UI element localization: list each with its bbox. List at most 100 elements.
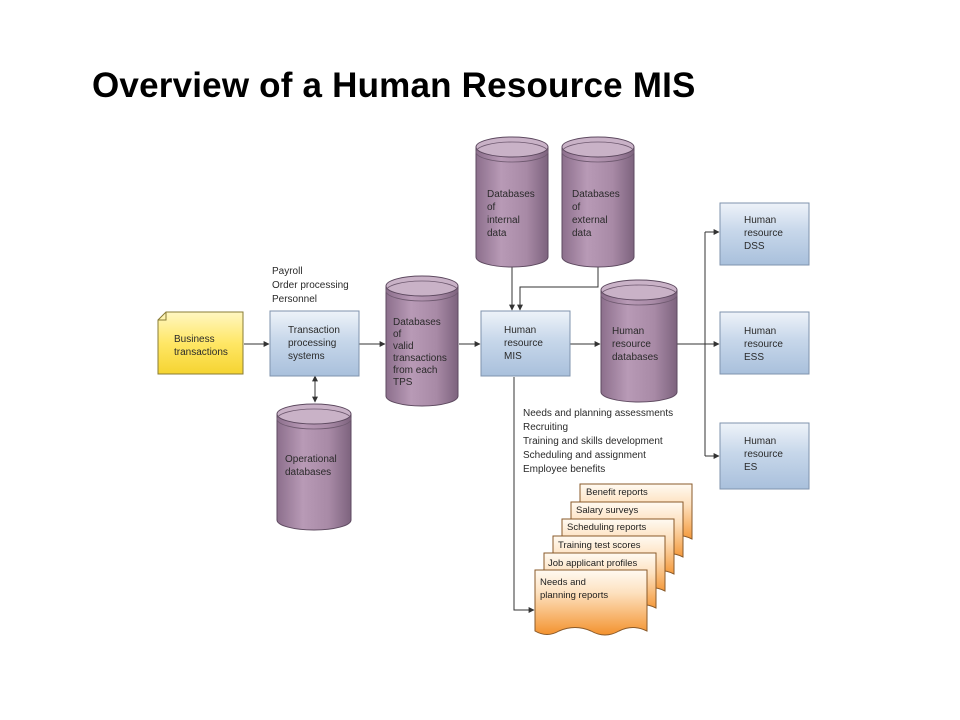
svg-text:TPS: TPS: [393, 377, 413, 388]
page-title: Overview of a Human Resource MIS: [92, 66, 696, 105]
hr-dss-label-line: DSS: [744, 241, 765, 252]
valid-db-label-line: transactions: [393, 353, 447, 364]
operational-db-label-line: Operational: [285, 454, 337, 465]
front-report-line: Needs and: [540, 577, 586, 588]
tps-label-line: processing: [288, 338, 336, 349]
svg-text:resource: resource: [744, 449, 783, 460]
internal-db-label-line: data: [487, 228, 507, 239]
svg-text:resource: resource: [744, 228, 783, 239]
svg-text:data: data: [572, 228, 592, 239]
svg-text:ESS: ESS: [744, 352, 764, 363]
hr-mis-label-line: MIS: [504, 351, 522, 362]
valid-transactions-db-cylinder: Databases of valid transactions from eac…: [385, 275, 459, 407]
external-db-label-line: external: [572, 215, 608, 226]
svg-text:databases: databases: [285, 467, 331, 478]
svg-text:Databases: Databases: [487, 189, 535, 200]
mis-function-item: Needs and planning assessments: [523, 408, 673, 419]
svg-text:Order processing: Order processing: [272, 280, 349, 291]
mis-function-item: Training and skills development: [523, 436, 663, 447]
report-stack: Benefit reports Salary surveys Schedulin…: [534, 483, 693, 636]
svg-text:Benefit reports: Benefit reports: [586, 487, 648, 498]
tps-input-item: Order processing: [272, 280, 349, 291]
hr-db-label-line: Human: [612, 326, 644, 337]
business-transactions-line: Business: [174, 334, 215, 345]
arrow-external-to-mis: [517, 267, 599, 311]
hr-mis-box: Human resource MIS: [480, 310, 571, 377]
svg-text:DSS: DSS: [744, 241, 765, 252]
external-db-label-line: of: [572, 202, 581, 213]
svg-text:Salary surveys: Salary surveys: [576, 505, 639, 516]
svg-text:resource: resource: [744, 339, 783, 350]
svg-text:of: of: [393, 329, 402, 340]
external-db-label-line: data: [572, 228, 592, 239]
mis-functions-list: Needs and planning assessments Recruitin…: [523, 408, 673, 475]
tps-label-line: systems: [288, 351, 325, 362]
hr-ess-label-line: resource: [744, 339, 783, 350]
svg-text:Human: Human: [504, 325, 536, 336]
external-db-label-line: Databases: [572, 189, 620, 200]
svg-text:Databases: Databases: [572, 189, 620, 200]
svg-text:Personnel: Personnel: [272, 294, 317, 305]
svg-text:transactions: transactions: [174, 347, 228, 358]
svg-text:Needs and: Needs and: [540, 577, 586, 588]
hr-es-label-line: Human: [744, 436, 776, 447]
valid-db-label-line: of: [393, 329, 402, 340]
report-title: Training test scores: [558, 540, 641, 551]
tps-box: Transaction processing systems: [269, 310, 360, 377]
svg-text:Needs and planning assessments: Needs and planning assessments: [523, 408, 673, 419]
svg-text:Payroll: Payroll: [272, 266, 303, 277]
valid-db-label-line: from each: [393, 365, 437, 376]
internal-data-cylinder: Databases of internal data: [475, 136, 549, 268]
report-title: Scheduling reports: [567, 522, 646, 533]
hr-ess-label-line: Human: [744, 326, 776, 337]
hr-db-label-line: databases: [612, 352, 658, 363]
hr-dss-label-line: Human: [744, 215, 776, 226]
hr-mis-label-line: resource: [504, 338, 543, 349]
svg-text:systems: systems: [288, 351, 325, 362]
tps-inputs-label: Payroll Order processing Personnel: [272, 266, 349, 305]
svg-text:from each: from each: [393, 365, 437, 376]
hr-db-label-line: resource: [612, 339, 651, 350]
svg-text:Employee benefits: Employee benefits: [523, 464, 605, 475]
svg-text:of: of: [487, 202, 496, 213]
svg-text:MIS: MIS: [504, 351, 522, 362]
hr-dss-label-line: resource: [744, 228, 783, 239]
operational-db-label-line: databases: [285, 467, 331, 478]
svg-text:internal: internal: [487, 215, 520, 226]
report-doc-front: Needs and planning reports: [534, 569, 648, 636]
hr-mis-label-line: Human: [504, 325, 536, 336]
svg-text:Human: Human: [744, 215, 776, 226]
hr-ess-box: Human resource ESS: [719, 311, 810, 375]
internal-db-label-line: of: [487, 202, 496, 213]
business-transactions-line: transactions: [174, 347, 228, 358]
valid-db-label-line: valid: [393, 341, 414, 352]
svg-text:resource: resource: [504, 338, 543, 349]
business-transactions-doc: Business transactions: [157, 311, 244, 375]
svg-text:ES: ES: [744, 462, 758, 473]
svg-text:Transaction: Transaction: [288, 325, 340, 336]
tps-label-line: Transaction: [288, 325, 340, 336]
mis-function-item: Scheduling and assignment: [523, 450, 646, 461]
tps-input-item: Personnel: [272, 294, 317, 305]
svg-text:databases: databases: [612, 352, 658, 363]
connectors: [244, 229, 720, 613]
report-title: Salary surveys: [576, 505, 639, 516]
svg-text:planning reports: planning reports: [540, 590, 608, 601]
svg-text:Scheduling reports: Scheduling reports: [567, 522, 646, 533]
mis-function-item: Employee benefits: [523, 464, 605, 475]
front-report-line: planning reports: [540, 590, 608, 601]
svg-text:Human: Human: [612, 326, 644, 337]
svg-text:data: data: [487, 228, 507, 239]
internal-db-label-line: Databases: [487, 189, 535, 200]
hr-es-label-line: resource: [744, 449, 783, 460]
arrow-mis-to-reports: [513, 377, 535, 613]
hr-ess-label-line: ESS: [744, 352, 764, 363]
tps-input-item: Payroll: [272, 266, 303, 277]
report-title: Job applicant profiles: [548, 558, 637, 569]
svg-text:Job applicant profiles: Job applicant profiles: [548, 558, 637, 569]
mis-function-item: Recruiting: [523, 422, 568, 433]
svg-text:processing: processing: [288, 338, 336, 349]
svg-text:Scheduling and assignment: Scheduling and assignment: [523, 450, 646, 461]
svg-text:Recruiting: Recruiting: [523, 422, 568, 433]
external-data-cylinder: Databases of external data: [561, 136, 635, 268]
